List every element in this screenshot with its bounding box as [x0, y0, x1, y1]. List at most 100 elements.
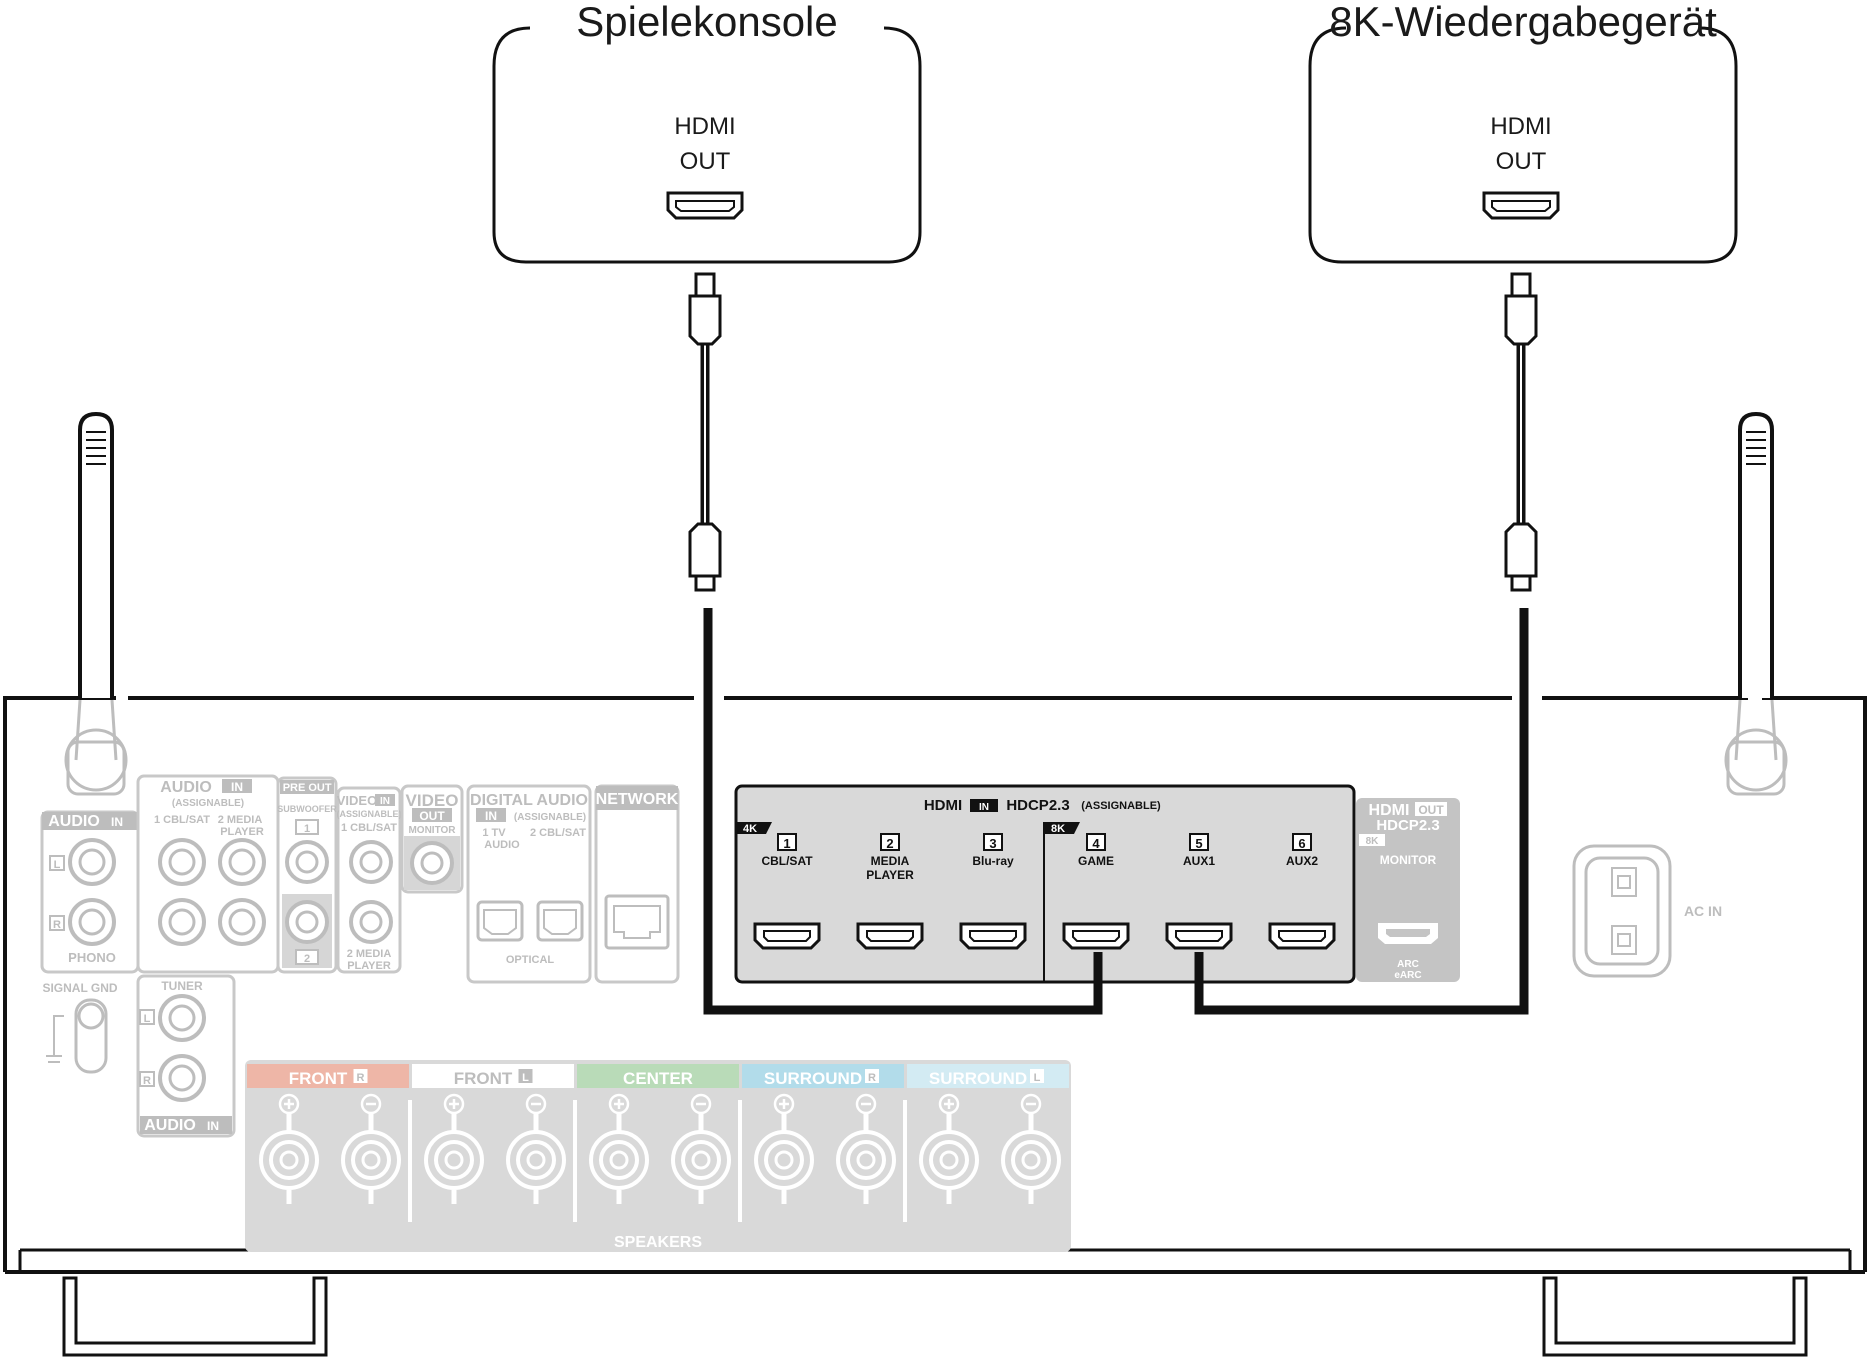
hdmi-in-number-box: [777, 833, 797, 851]
speaker-minus-terminal-icon[interactable]: [836, 1093, 896, 1204]
receiver-foot-left: [62, 1276, 328, 1357]
speaker-side-box: [865, 1069, 879, 1083]
audio-in-1-l-jack-icon[interactable]: [158, 838, 206, 886]
hdmi-in-port-inner: [969, 930, 1017, 942]
speaker-plus-terminal-icon[interactable]: [259, 1093, 319, 1204]
speaker-channel-name: FRONT: [289, 1069, 348, 1088]
speaker-side-box: [518, 1069, 533, 1083]
hdmi-in-label: Blu-ray: [972, 854, 1014, 868]
speaker-minus-terminal-icon[interactable]: [1001, 1093, 1061, 1204]
speaker-minus-terminal-icon[interactable]: [506, 1093, 566, 1204]
svg-text:MONITOR: MONITOR: [408, 825, 456, 836]
speaker-plus-terminal-icon[interactable]: [919, 1093, 979, 1204]
pre-out-section: PRE OUT SUBWOOFER 1 2: [276, 776, 338, 974]
subwoofer-2-jack-icon[interactable]: [285, 900, 329, 944]
audio-in-2-l-jack-icon[interactable]: [218, 838, 266, 886]
svg-text:IN: IN: [231, 780, 243, 794]
video-in-1-jack-icon[interactable]: [349, 840, 393, 884]
video-out-monitor-jack-icon[interactable]: [410, 841, 454, 885]
network-section: NETWORK: [594, 784, 680, 984]
player-8k-cable-plug-bottom-icon: [1504, 522, 1538, 592]
svg-text:ARC: ARC: [1397, 959, 1419, 970]
svg-text:(ASSIGNABLE): (ASSIGNABLE): [337, 809, 402, 819]
phono-l-jack-icon[interactable]: [68, 838, 116, 886]
hdmi-in-port-inner: [763, 930, 811, 942]
game-console-title: Spielekonsole: [576, 0, 838, 45]
svg-text:PLAYER: PLAYER: [347, 960, 391, 972]
phono-r-jack-icon[interactable]: [68, 898, 116, 946]
tuner-section: TUNER L R AUDIO IN: [136, 974, 236, 1138]
svg-text:AUDIO: AUDIO: [144, 1117, 196, 1134]
svg-text:2 CBL/SAT: 2 CBL/SAT: [530, 827, 586, 839]
hdmi-in-number: 2: [886, 836, 893, 851]
svg-text:1 CBL/SAT: 1 CBL/SAT: [154, 814, 210, 826]
ac-in-section: AC IN: [1572, 844, 1722, 978]
video-in-section: VIDEO IN (ASSIGNABLE) 1 CBL/SAT 2 MEDIA …: [336, 786, 402, 974]
hdmi-cable-8k-player: [1194, 272, 1538, 1015]
svg-text:8K: 8K: [1051, 823, 1065, 835]
hdmi-out-monitor-port-icon[interactable]: [1378, 923, 1438, 944]
speaker-plus-terminal-icon[interactable]: [589, 1093, 649, 1204]
subwoofer-1-jack-icon[interactable]: [285, 840, 329, 884]
game-console-port-label-1: HDMI: [674, 113, 735, 140]
hdmi-in-label: AUX1: [1183, 854, 1215, 868]
speaker-plus-terminal-icon[interactable]: [424, 1093, 484, 1204]
speaker-side-box: [353, 1069, 368, 1083]
speaker-minus-terminal-icon[interactable]: [671, 1093, 731, 1204]
player-8k-port-label-1: HDMI: [1490, 113, 1551, 140]
svg-text:8K: 8K: [1366, 836, 1380, 847]
svg-text:R: R: [53, 919, 61, 931]
svg-text:SIGNAL GND: SIGNAL GND: [42, 981, 117, 995]
signal-gnd-terminal-icon[interactable]: [77, 1002, 105, 1030]
receiver-foot-right: [1542, 1276, 1808, 1357]
audio-in-1-r-jack-icon[interactable]: [158, 898, 206, 946]
svg-text:SUBWOOFER: SUBWOOFER: [277, 804, 337, 814]
speaker-minus-terminal-icon[interactable]: [341, 1093, 401, 1204]
svg-text:L: L: [144, 1013, 151, 1025]
ac-in-socket-icon[interactable]: [1584, 856, 1660, 966]
svg-text:IN: IN: [207, 1119, 219, 1133]
tuner-r-jack-icon[interactable]: [158, 1054, 206, 1102]
svg-text:HDMI: HDMI: [1369, 802, 1410, 819]
player-8k-device: 8K-Wiedergabegerät HDMI OUT: [1308, 0, 1738, 264]
svg-text:HDMI: HDMI: [924, 797, 962, 814]
video-in-2-jack-icon[interactable]: [349, 900, 393, 944]
speaker-side-letter: R: [868, 1072, 876, 1084]
hdmi-in-number: 5: [1195, 836, 1202, 851]
audio-in-2-r-jack-icon[interactable]: [218, 898, 266, 946]
hdmi-in-panel: HDMI IN HDCP2.3 (ASSIGNABLE) 4K 8K 1CBL/…: [734, 784, 1356, 984]
speakers-title: SPEAKERS: [614, 1234, 702, 1251]
speaker-side-letter: L: [522, 1072, 529, 1084]
hdmi-in-label: GAME: [1078, 854, 1114, 868]
antenna-left-icon: [64, 411, 128, 796]
svg-text:1 TV: 1 TV: [482, 827, 506, 839]
svg-text:NETWORK: NETWORK: [596, 791, 679, 808]
optical-2-port-icon[interactable]: [536, 900, 584, 942]
optical-1-port-icon[interactable]: [476, 900, 524, 942]
svg-text:TUNER: TUNER: [161, 979, 203, 993]
hdmi-in-number: 3: [989, 836, 996, 851]
svg-text:OUT: OUT: [419, 809, 445, 823]
svg-text:PHONO: PHONO: [68, 950, 116, 965]
hdmi-in-label: CBL/SAT: [761, 854, 813, 868]
svg-text:PLAYER: PLAYER: [220, 826, 264, 838]
hdmi-in-number: 4: [1092, 836, 1100, 851]
tuner-l-jack-icon[interactable]: [158, 994, 206, 1042]
network-lan-port-icon[interactable]: [604, 894, 670, 950]
svg-text:VIDEO: VIDEO: [406, 791, 459, 810]
svg-text:IN: IN: [485, 809, 497, 823]
hdmi-in-number-box: [983, 833, 1003, 851]
speaker-channel-color: [577, 1064, 739, 1088]
speaker-plus-terminal-icon[interactable]: [754, 1093, 814, 1204]
hdmi-out-section: HDMI OUT HDCP2.3 8K MONITOR ARC eARC: [1356, 798, 1460, 982]
svg-text:2 MEDIA: 2 MEDIA: [347, 948, 392, 960]
